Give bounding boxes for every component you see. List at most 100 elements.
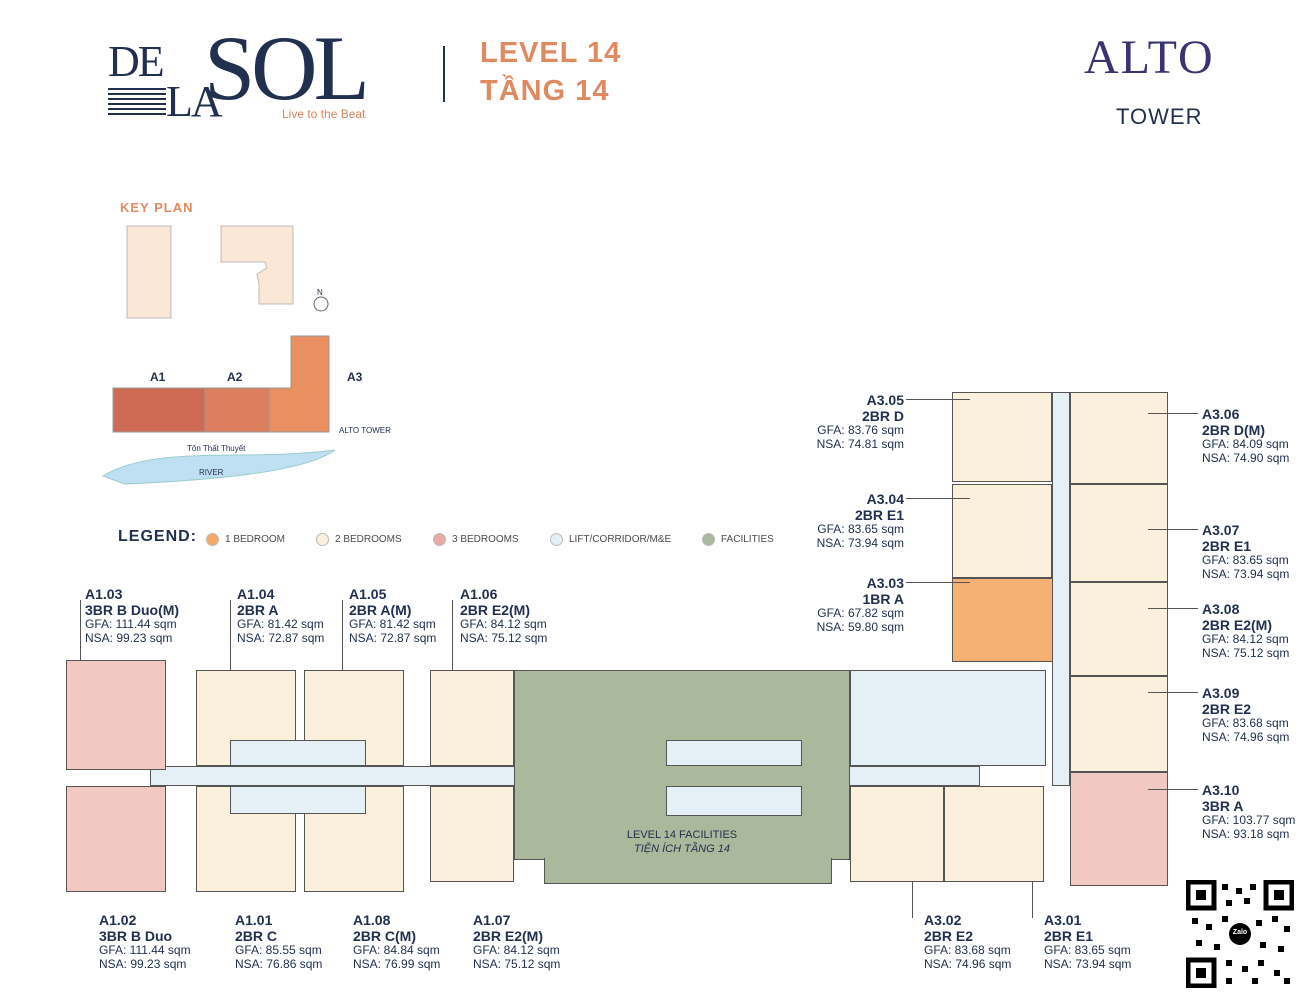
- unit-code: A1.06: [460, 586, 498, 602]
- unit-a307-plan[interactable]: [1070, 484, 1168, 582]
- label-a104: A1.04 2BR A GFA: 81.42 sqm NSA: 72.87 sq…: [237, 586, 324, 646]
- unit-a304-plan[interactable]: [952, 484, 1052, 578]
- label-a310: A3.10 3BR A GFA: 103.77 sqm NSA: 93.18 s…: [1202, 782, 1295, 842]
- facilities-label-en: LEVEL 14 FACILITIES: [626, 829, 738, 841]
- leader-line: [906, 582, 970, 583]
- unit-type: 3BR A: [1202, 798, 1244, 815]
- unit-a302-plan[interactable]: [850, 786, 944, 882]
- unit-a306-plan[interactable]: [1070, 392, 1168, 484]
- header-divider: [443, 46, 445, 102]
- a3-vertical-corridor: [1052, 392, 1070, 786]
- unit-code: A3.09: [1202, 685, 1240, 701]
- legend-label: LIFT/CORRIDOR/M&E: [569, 534, 672, 545]
- logo-tagline: Live to the Beat: [282, 107, 366, 121]
- legend-item-2br: 2 BEDROOMS: [316, 533, 402, 546]
- unit-gfa: GFA: 83.68 sqm: [1202, 716, 1289, 731]
- unit-code: A1.08: [353, 912, 391, 928]
- key-plan-street: Tôn Thất Thuyết: [187, 444, 246, 453]
- leader-line: [906, 399, 970, 400]
- unit-nsa: NSA: 74.96 sqm: [1202, 729, 1290, 744]
- key-plan-a2: A2: [227, 370, 243, 384]
- key-plan-svg: [101, 225, 336, 485]
- leader-line: [1032, 882, 1033, 918]
- unit-code: A1.01: [235, 912, 273, 928]
- unit-gfa: GFA: 81.42 sqm: [349, 617, 436, 632]
- unit-nsa: NSA: 72.87 sqm: [237, 630, 325, 645]
- unit-a107-plan[interactable]: [430, 786, 514, 882]
- unit-type: 2BR E1: [1202, 538, 1252, 555]
- unit-type: 2BR E2(M): [473, 928, 544, 945]
- unit-nsa: NSA: 99.23 sqm: [85, 630, 173, 645]
- key-plan-a3: A3: [347, 370, 363, 384]
- unit-a103-plan[interactable]: [66, 660, 166, 770]
- unit-type: 2BR E2: [924, 928, 974, 945]
- unit-a106-plan[interactable]: [430, 670, 514, 766]
- logo-stripes: [108, 88, 166, 116]
- legend-label: 1 BEDROOM: [225, 534, 286, 545]
- key-plan-a1: A1: [150, 370, 166, 384]
- unit-a303-plan[interactable]: [952, 578, 1054, 662]
- legend-label: 3 BEDROOMS: [452, 534, 519, 545]
- unit-gfa: GFA: 84.12 sqm: [473, 943, 560, 958]
- unit-type: 2BR C(M): [353, 928, 416, 945]
- level-14-facilities-lower: [544, 858, 832, 884]
- leader-line: [230, 600, 231, 670]
- leader-line: [342, 600, 343, 670]
- label-a105: A1.05 2BR A(M) GFA: 81.42 sqm NSA: 72.87…: [349, 586, 436, 646]
- unit-a310-plan[interactable]: [1070, 772, 1168, 886]
- brand-logo: DE LA SOL Live to the Beat: [106, 22, 386, 125]
- unit-nsa: NSA: 74.90 sqm: [1202, 450, 1290, 465]
- key-plan-alto-tower: ALTO TOWER: [339, 426, 391, 435]
- unit-a308-plan[interactable]: [1070, 582, 1168, 676]
- logo-sol: SOL: [204, 17, 370, 119]
- unit-gfa: GFA: 83.65 sqm: [1202, 553, 1289, 568]
- legend-swatch: [702, 533, 715, 546]
- unit-nsa: NSA: 73.94 sqm: [816, 535, 904, 550]
- unit-code: A1.05: [349, 586, 387, 602]
- unit-type: 2BR C: [235, 928, 278, 945]
- unit-a102-plan[interactable]: [66, 786, 166, 892]
- unit-type: 2BR D(M): [1202, 422, 1265, 439]
- label-a106: A1.06 2BR E2(M) GFA: 84.12 sqm NSA: 75.1…: [460, 586, 547, 646]
- unit-a309-plan[interactable]: [1070, 676, 1168, 772]
- unit-gfa: GFA: 111.44 sqm: [85, 617, 177, 632]
- label-a304: A3.04 2BR E1 GFA: 83.65 sqm NSA: 73.94 s…: [806, 491, 904, 551]
- key-plan-title: KEY PLAN: [120, 200, 194, 215]
- unit-code: A3.08: [1202, 601, 1240, 617]
- unit-code: A3.03: [866, 575, 904, 591]
- north-icon: N: [317, 288, 323, 297]
- unit-a301-plan[interactable]: [944, 786, 1044, 882]
- label-a303: A3.03 1BR A GFA: 67.82 sqm NSA: 59.80 sq…: [806, 575, 904, 635]
- unit-code: A1.04: [237, 586, 275, 602]
- a3-lobby: [850, 670, 1046, 766]
- legend-label: 2 BEDROOMS: [335, 534, 402, 545]
- label-a305: A3.05 2BR D GFA: 83.76 sqm NSA: 74.81 sq…: [806, 392, 904, 452]
- unit-gfa: GFA: 103.77 sqm: [1202, 813, 1296, 828]
- lift-core-a1-bottom: [230, 786, 366, 814]
- legend-swatch: [316, 533, 329, 546]
- lift-core-a2-bottom: [666, 786, 802, 816]
- leader-line: [912, 882, 913, 918]
- unit-code: A1.02: [99, 912, 137, 928]
- unit-type: 2BR E1: [854, 507, 904, 524]
- unit-a305-plan[interactable]: [952, 392, 1052, 482]
- tower-label: TOWER: [1116, 104, 1203, 129]
- unit-type: 2BR E2(M): [460, 602, 531, 619]
- label-a107: A1.07 2BR E2(M) GFA: 84.12 sqm NSA: 75.1…: [473, 912, 560, 972]
- leader-line: [452, 600, 453, 670]
- unit-gfa: GFA: 84.09 sqm: [1202, 437, 1289, 452]
- label-a309: A3.09 2BR E2 GFA: 83.68 sqm NSA: 74.96 s…: [1202, 685, 1289, 745]
- label-a306: A3.06 2BR D(M) GFA: 84.09 sqm NSA: 74.90…: [1202, 406, 1289, 466]
- unit-nsa: NSA: 73.94 sqm: [1044, 956, 1132, 971]
- unit-code: A1.07: [473, 912, 511, 928]
- unit-code: A3.01: [1044, 912, 1082, 928]
- qr-svg: [1185, 879, 1295, 989]
- legend-swatch: [433, 533, 446, 546]
- qr-code[interactable]: Zalo: [1185, 879, 1295, 989]
- unit-gfa: GFA: 84.12 sqm: [1202, 632, 1289, 647]
- unit-nsa: NSA: 73.94 sqm: [1202, 566, 1290, 581]
- logo-de: DE: [108, 37, 165, 86]
- legend-item-facilities: FACILITIES: [702, 533, 774, 546]
- leader-line: [80, 600, 81, 660]
- unit-gfa: GFA: 111.44 sqm: [99, 943, 191, 958]
